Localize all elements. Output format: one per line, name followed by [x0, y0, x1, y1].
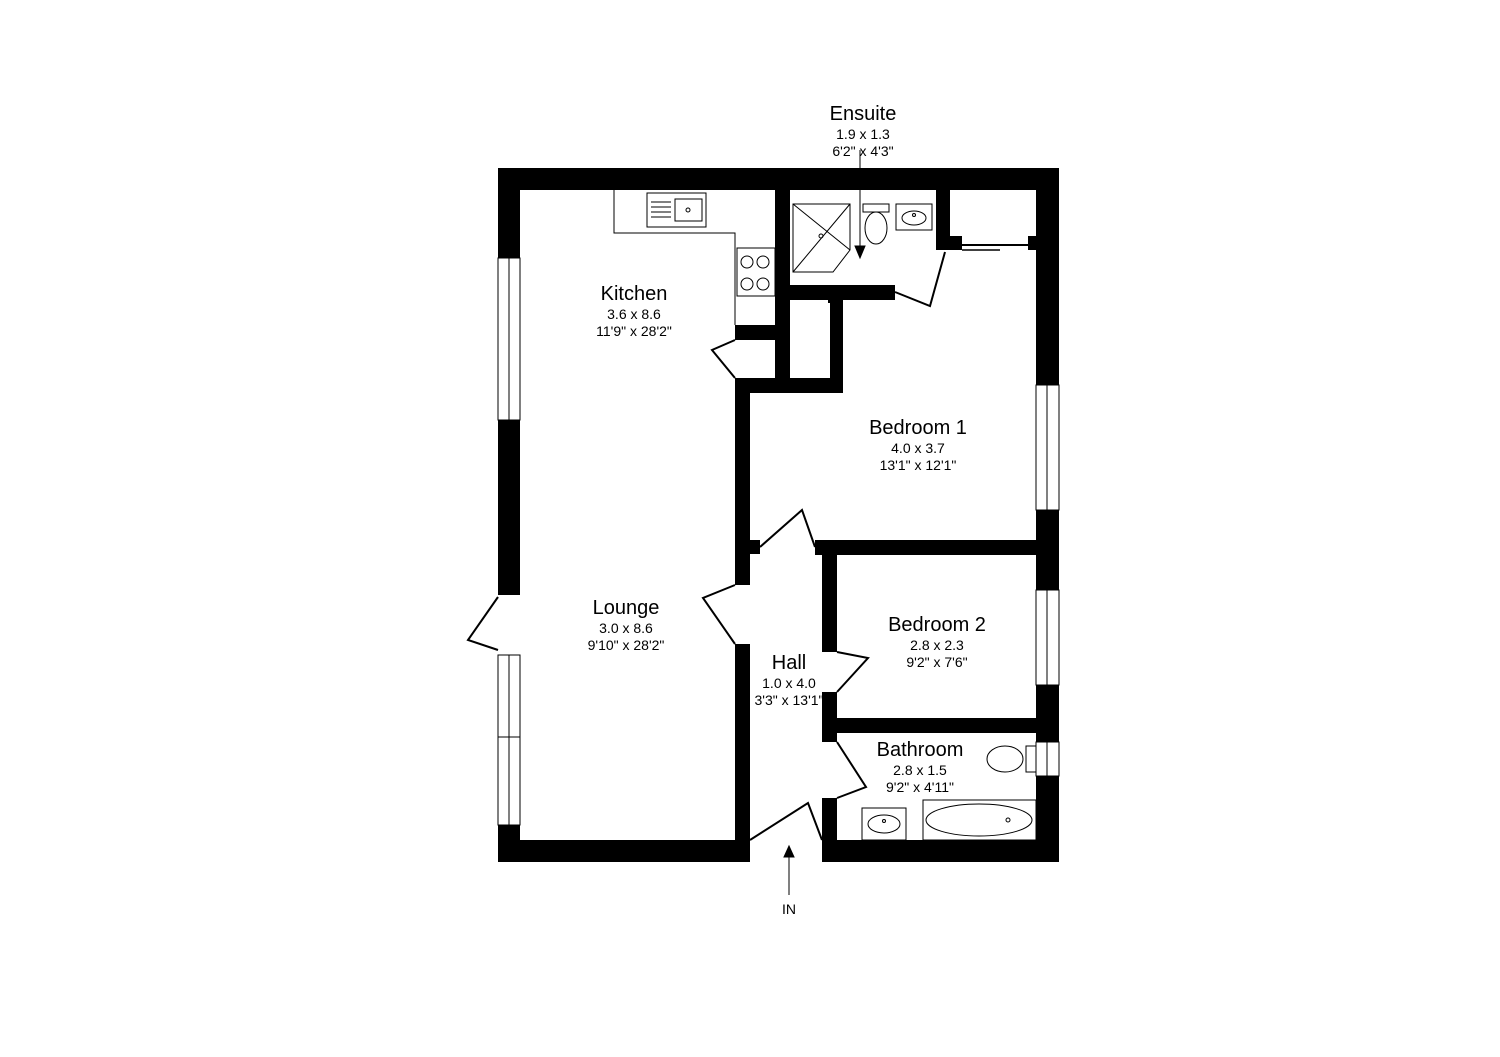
door-lounge-external — [466, 596, 499, 651]
kitchen-hob-icon — [736, 247, 776, 297]
room-imperial: 9'2" x 4'11" — [886, 779, 954, 795]
wall-bottom-left — [498, 840, 750, 862]
wall-bed1-bottom — [815, 540, 1059, 555]
room-metric: 3.6 x 8.6 — [607, 306, 661, 322]
wall-ensuite-right — [936, 190, 950, 240]
door-bedroom2 — [836, 651, 870, 693]
room-name: Kitchen — [601, 283, 668, 305]
label-kitchen: Kitchen 3.6 x 8.6 11'9" x 28'2" — [596, 283, 672, 339]
room-metric: 3.0 x 8.6 — [599, 620, 653, 636]
room-imperial: 6'2" x 4'3" — [832, 143, 893, 159]
door-lounge-hall — [701, 584, 736, 645]
room-imperial: 13'1" x 12'1" — [880, 457, 957, 473]
door-ensuite — [894, 251, 946, 308]
wall-left-upper — [498, 168, 520, 258]
fixtures — [613, 190, 1037, 841]
kitchen-sink-icon — [646, 192, 707, 228]
wall-bath-left — [822, 798, 837, 862]
ensuite-basin-icon — [895, 203, 933, 231]
label-lounge: Lounge 3.0 x 8.6 9'10" x 28'2" — [588, 597, 665, 653]
ensuite-pointer-arrow-icon — [854, 245, 866, 260]
wall-lounge-right-lower — [735, 644, 750, 862]
door-wardrobe — [962, 244, 1030, 251]
room-name: Lounge — [593, 597, 660, 619]
wall-cupboard-right — [775, 325, 790, 385]
wall-wardrobe-stub-r — [1028, 236, 1038, 250]
wall-right-bottom — [1036, 776, 1059, 862]
room-imperial: 3'3" x 13'1" — [755, 692, 824, 708]
label-bedroom1: Bedroom 1 4.0 x 3.7 13'1" x 12'1" — [869, 417, 967, 473]
room-imperial: 11'9" x 28'2" — [596, 323, 672, 339]
bathroom-toilet-icon — [986, 745, 1037, 773]
door-bathroom — [836, 741, 868, 799]
kitchen-worktop — [613, 190, 736, 325]
entrance-arrow-icon — [783, 844, 795, 858]
wall-right-top — [1036, 168, 1059, 385]
wall-kitchen-right — [775, 190, 790, 325]
doors — [466, 244, 1030, 841]
windows — [497, 257, 1060, 826]
door-kitchen-cupboard — [710, 339, 736, 379]
wall-left-mid — [498, 420, 520, 595]
door-bedroom1 — [759, 508, 816, 548]
bath-icon — [922, 799, 1037, 841]
label-hall: Hall 1.0 x 4.0 3'3" x 13'1" — [755, 652, 824, 708]
ensuite-toilet-icon — [862, 203, 890, 245]
label-bedroom2: Bedroom 2 2.8 x 2.3 9'2" x 7'6" — [888, 614, 986, 670]
entrance-label: IN — [782, 901, 796, 917]
label-ensuite: Ensuite 1.9 x 1.3 6'2" x 4'3" — [830, 103, 897, 159]
room-name: Bedroom 1 — [869, 417, 967, 439]
room-metric: 2.8 x 2.3 — [910, 637, 964, 653]
wall-right-lower — [1036, 685, 1059, 742]
door-entrance — [749, 801, 823, 841]
room-metric: 4.0 x 3.7 — [891, 440, 945, 456]
room-name: Bathroom — [877, 739, 964, 761]
wall-bottom-right — [822, 840, 1059, 862]
arrows — [783, 150, 866, 895]
wall-wardrobe-stub — [936, 236, 962, 250]
room-name: Hall — [772, 652, 806, 674]
room-name: Bedroom 2 — [888, 614, 986, 636]
walls — [498, 168, 1059, 862]
wall-ensuite-bottom — [790, 285, 895, 300]
shower-tray-icon — [792, 203, 851, 273]
wall-cupboard-bottom — [735, 378, 843, 393]
wall-bath-top — [822, 718, 1059, 733]
wall-lounge-right-mid — [735, 383, 750, 585]
room-name: Ensuite — [830, 103, 897, 125]
room-imperial: 9'2" x 7'6" — [906, 654, 967, 670]
room-labels: Ensuite 1.9 x 1.3 6'2" x 4'3" Kitchen 3.… — [588, 103, 986, 917]
room-metric: 1.0 x 4.0 — [762, 675, 816, 691]
room-metric: 2.8 x 1.5 — [893, 762, 947, 778]
wall-bed2-left-upper — [822, 540, 837, 652]
wall-bath-left-stub — [822, 718, 837, 742]
room-imperial: 9'10" x 28'2" — [588, 637, 665, 653]
room-metric: 1.9 x 1.3 — [836, 126, 890, 142]
label-bathroom: Bathroom 2.8 x 1.5 9'2" x 4'11" — [877, 739, 964, 795]
wall-top — [498, 168, 1059, 190]
bathroom-basin-icon — [861, 807, 907, 841]
wall-bed1-left-stub — [735, 540, 760, 554]
